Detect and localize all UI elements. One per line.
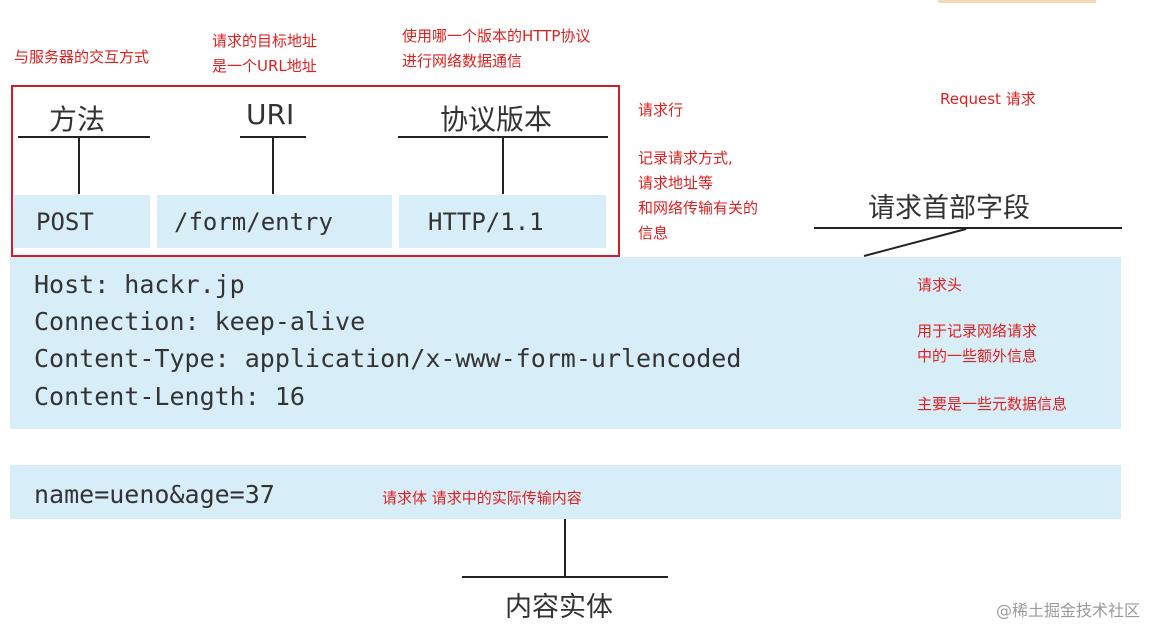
header-desc-1: 用于记录网络请求 (917, 322, 1038, 340)
uri-bracket-v (272, 136, 274, 194)
version-box (399, 195, 606, 248)
uri-value: /form/entry (174, 208, 333, 236)
body-heading: 内容实体 (505, 592, 613, 623)
uri-heading: URI (246, 98, 295, 131)
top-strip (938, 0, 1096, 3)
header-title: 请求头 (917, 276, 963, 294)
uri-note-line2: 是一个URL地址 (212, 57, 317, 75)
request-line-desc-3: 和网络传输有关的 (638, 199, 759, 217)
header-line-host: Host: hackr.jp (34, 270, 245, 299)
version-note-line1: 使用哪一个版本的HTTP协议 (402, 27, 591, 45)
body-box (10, 465, 1121, 519)
version-value: HTTP/1.1 (428, 208, 544, 236)
version-note-line2: 进行网络数据通信 (402, 52, 523, 70)
header-line-content-length: Content-Length: 16 (34, 382, 305, 411)
header-bracket-diagonal (863, 228, 967, 257)
method-value: POST (36, 208, 94, 236)
method-bracket-h (18, 136, 150, 138)
body-content: name=ueno&age=37 (34, 480, 275, 509)
uri-note-line1: 请求的目标地址 (212, 32, 318, 50)
body-bracket-v (564, 519, 566, 577)
watermark: @稀土掘金技术社区 (996, 601, 1141, 620)
header-desc-2: 中的一些额外信息 (917, 347, 1038, 365)
method-heading: 方法 (49, 103, 106, 136)
request-line-title: 请求行 (638, 101, 684, 119)
method-bracket-v (78, 136, 80, 194)
version-bracket-v (502, 136, 504, 194)
body-note: 请求体 请求中的实际传输内容 (382, 489, 582, 507)
request-line-outline (11, 85, 620, 257)
header-bracket-h (814, 227, 1122, 229)
request-line-desc-4: 信息 (638, 224, 669, 242)
method-note: 与服务器的交互方式 (14, 48, 150, 66)
version-heading: 协议版本 (440, 103, 553, 136)
body-bracket-h (462, 576, 668, 578)
header-meta: 主要是一些元数据信息 (917, 395, 1068, 413)
header-line-content-type: Content-Type: application/x-www-form-url… (34, 344, 742, 373)
request-line-desc-1: 记录请求方式, (638, 149, 733, 167)
header-line-connection: Connection: keep-alive (34, 307, 366, 336)
method-box (14, 195, 150, 248)
header-fields-heading: 请求首部字段 (868, 193, 1030, 224)
headers-box (10, 257, 1121, 429)
request-line-desc-2: 请求地址等 (638, 174, 714, 192)
uri-box (157, 195, 392, 248)
request-title: Request 请求 (940, 90, 1036, 108)
